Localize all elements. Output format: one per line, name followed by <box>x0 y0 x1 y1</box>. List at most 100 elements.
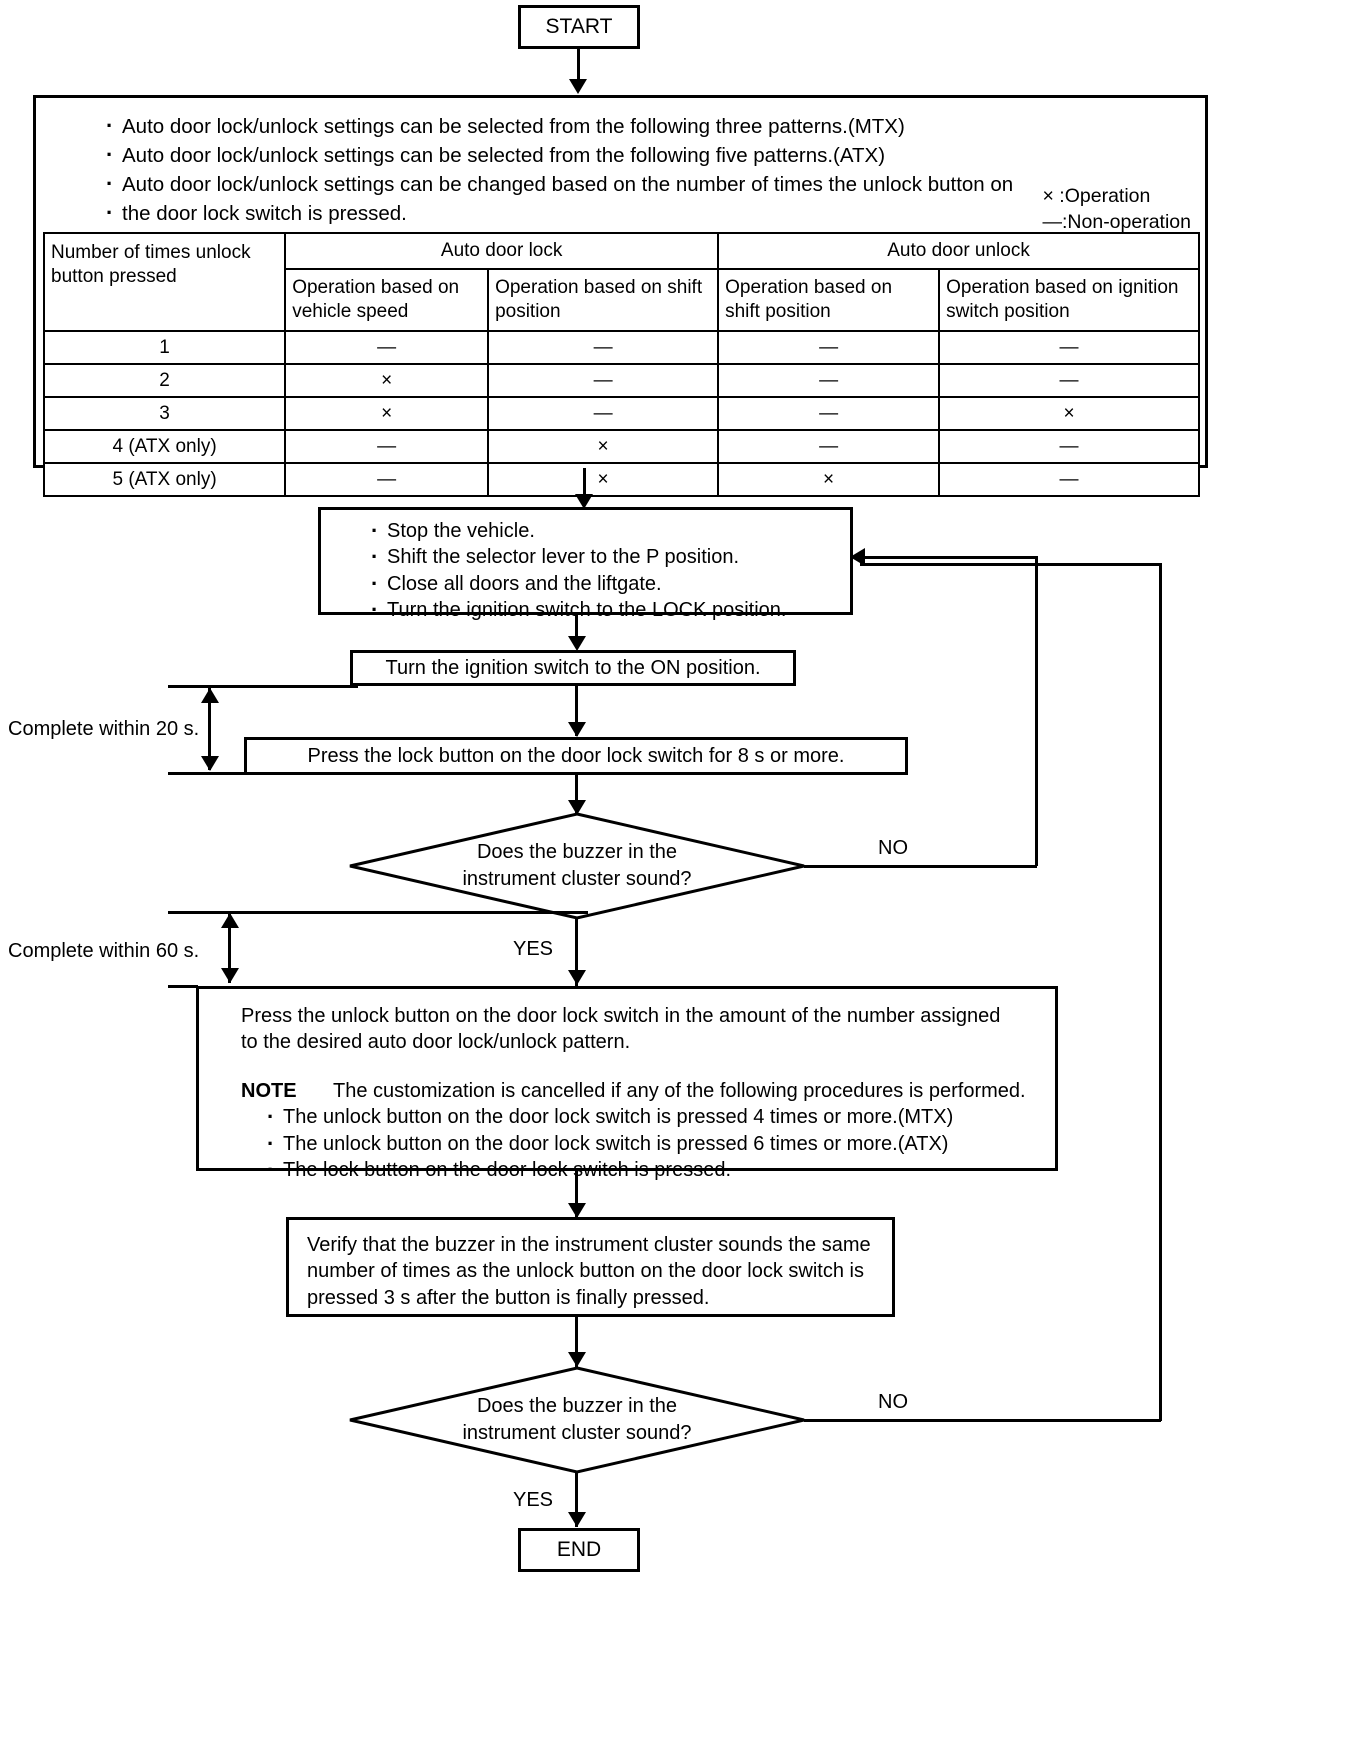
legend: × :Operation —:Non-operation <box>1043 183 1192 236</box>
note-text: The customization is cancelled if any of… <box>333 1079 1026 1102</box>
prep-step-box: Stop the vehicle. Shift the selector lev… <box>318 507 853 625</box>
verify-text: Verify that the buzzer in the instrument… <box>307 1232 892 1311</box>
table-cell-count: 5 (ATX only) <box>42 462 287 497</box>
decision2-no-label: NO <box>878 1391 908 1413</box>
note-bullet: The lock button on the door lock switch … <box>265 1155 1055 1184</box>
table-column-header-row: Operation based on vehicle speed Operati… <box>44 268 1200 332</box>
note-bullet-list: The unlock button on the door lock switc… <box>241 1102 1055 1184</box>
arrowhead-prep-to-ignition <box>568 636 586 651</box>
connector-start-to-info <box>577 49 580 81</box>
table-cell-value: — <box>487 396 720 431</box>
connector-info-to-prep <box>583 468 586 505</box>
table-row-header: Number of times unlock button pressed <box>42 232 287 332</box>
arrowhead-unlock-to-verify <box>568 1203 586 1218</box>
table-cell-value: × <box>487 429 720 464</box>
start-label: START <box>545 15 613 39</box>
table-col-shift-position-unlock: Operation based on shift position <box>717 268 941 332</box>
table-cell-value: — <box>938 429 1200 464</box>
connector-decision1-yes <box>575 918 578 986</box>
timing60-bracket-line <box>228 913 231 983</box>
prep-step-item: Close all doors and the liftgate. <box>369 569 850 598</box>
table-row: 1 — — — — <box>42 330 1200 365</box>
timing60-arrow-up <box>221 913 239 928</box>
legend-non-operation: —:Non-operation <box>1042 211 1192 234</box>
info-bullet: Auto door lock/unlock settings can be se… <box>104 139 1013 170</box>
table-cell-value: — <box>717 363 941 398</box>
timing-within-20s-label: Complete within 20 s. <box>8 718 200 740</box>
table-cell-value: — <box>938 363 1200 398</box>
verify-line3: pressed 3 s after the button is finally … <box>307 1286 710 1309</box>
unlock-press-text: Press the unlock button on the door lock… <box>241 1003 1055 1056</box>
table-col-ignition-switch-position: Operation based on ignition switch posit… <box>938 268 1200 332</box>
table-col-vehicle-speed: Operation based on vehicle speed <box>284 268 490 332</box>
table-cell-value: — <box>284 429 490 464</box>
table-cell-value: — <box>487 330 720 365</box>
connector-decision2-no-vertical <box>1159 563 1162 1421</box>
timing20-top-rule <box>168 685 358 688</box>
verify-box: Verify that the buzzer in the instrument… <box>286 1217 895 1317</box>
decision2-yes-label: YES <box>513 1489 554 1511</box>
arrowhead-no-return-to-prep <box>850 548 865 566</box>
note-row: NOTE The customization is cancelled if a… <box>241 1078 1055 1104</box>
table-cell-count: 4 (ATX only) <box>42 429 287 464</box>
table-cell-value: — <box>717 396 941 431</box>
table-cell-value: × <box>487 462 720 497</box>
end-terminal: END <box>518 1528 640 1572</box>
table-group-auto-door-unlock: Auto door unlock <box>717 232 1200 270</box>
table-cell-value: × <box>284 363 490 398</box>
buzzer-decision-2: Does the buzzer in the instrument cluste… <box>348 1366 806 1474</box>
note-bullet: The unlock button on the door lock switc… <box>265 1129 1055 1158</box>
table-cell-value: — <box>717 330 941 365</box>
buzzer-decision-1: Does the buzzer in the instrument cluste… <box>348 812 806 920</box>
table-group-auto-door-lock: Auto door lock <box>284 232 720 270</box>
timing20-bottom-rule <box>168 772 258 775</box>
table-cell-value: — <box>938 462 1200 497</box>
arrowhead-decision1-yes <box>568 970 586 985</box>
unlock-press-line1: Press the unlock button on the door lock… <box>241 1005 1001 1027</box>
table-cell-value: × <box>284 396 490 431</box>
info-bullet: Auto door lock/unlock settings can be se… <box>104 110 1013 141</box>
start-terminal: START <box>518 5 640 49</box>
note-keyword: NOTE <box>241 1079 297 1102</box>
verify-line1: Verify that the buzzer in the instrument… <box>307 1234 871 1256</box>
connector-verify-to-decision2 <box>575 1317 578 1369</box>
arrowhead-decision2-yes <box>568 1512 586 1527</box>
connector-decision2-no-horizontal <box>804 1419 1161 1422</box>
timing20-arrow-up <box>201 688 219 703</box>
lock-press-label: Press the lock button on the door lock s… <box>307 744 845 767</box>
connector-ignition-to-lockpress <box>575 686 578 736</box>
connector-prep-to-ignition <box>575 615 578 647</box>
prep-step-item: Turn the ignition switch to the LOCK pos… <box>369 595 850 624</box>
info-panel: Auto door lock/unlock settings can be se… <box>33 95 1208 497</box>
table-cell-count: 1 <box>42 330 287 365</box>
connector-decision1-no-horizontal <box>804 865 1037 868</box>
unlock-press-box: Press the unlock button on the door lock… <box>196 986 1058 1184</box>
timing-within-60s-label: Complete within 60 s. <box>8 940 200 962</box>
table-cell-value: — <box>938 330 1200 365</box>
end-label: END <box>556 1538 602 1562</box>
table-cell-count: 2 <box>42 363 287 398</box>
table-row: 3 × — — × <box>42 396 1200 431</box>
info-bullet: Auto door lock/unlock settings can be ch… <box>104 168 1013 199</box>
timing60-arrow-down <box>221 968 239 983</box>
timing20-bracket-line <box>208 688 211 770</box>
table-row: 4 (ATX only) — × — — <box>42 429 1200 464</box>
table-cell-value: — <box>284 462 490 497</box>
prep-step-item: Stop the vehicle. <box>369 516 850 545</box>
connector-unlock-to-verify <box>575 1171 578 1217</box>
arrowhead-info-to-prep <box>575 494 593 509</box>
ignition-on-label: Turn the ignition switch to the ON posit… <box>385 656 761 679</box>
connector-decision2-return-to-prep <box>860 563 1161 566</box>
arrowhead-ignition-to-lockpress <box>568 722 586 737</box>
table-cell-value: — <box>717 429 941 464</box>
table-col-shift-position-lock: Operation based on shift position <box>487 268 720 332</box>
connector-no-return-to-prep <box>860 556 1037 559</box>
connector-lockpress-to-decision1 <box>575 775 578 815</box>
timing20-arrow-down <box>201 756 219 771</box>
timing60-top-rule <box>168 911 588 914</box>
lock-press-box: Press the lock button on the door lock s… <box>244 737 908 775</box>
legend-operation: × :Operation <box>1042 185 1151 207</box>
table-cell-value: — <box>487 363 720 398</box>
table-row: 5 (ATX only) — × × — <box>42 462 1200 497</box>
